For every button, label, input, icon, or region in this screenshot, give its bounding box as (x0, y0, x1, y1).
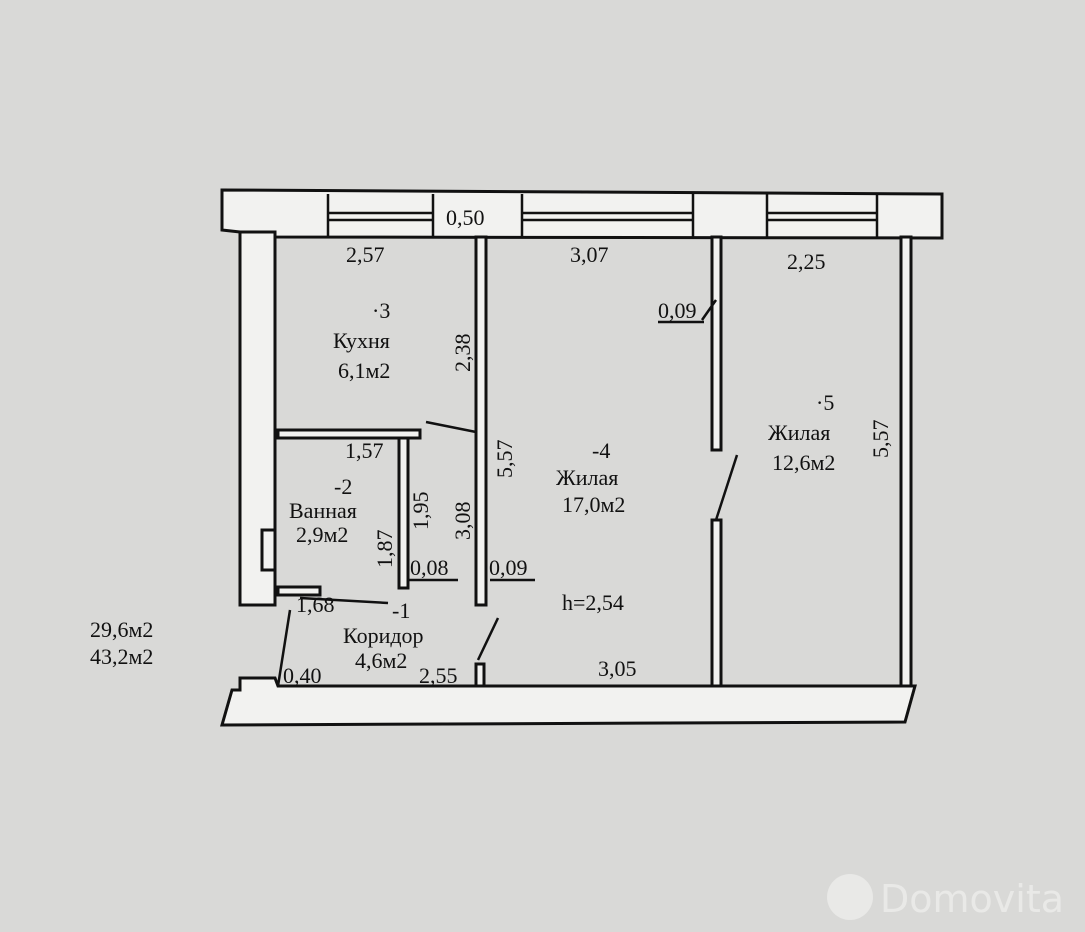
bath-number: -2 (334, 474, 352, 499)
bath-niche (260, 528, 277, 572)
dim-corridor-wall: 0,09 (489, 555, 528, 580)
kitchen-number: ·3 (372, 298, 390, 323)
room5-area: 12,6м2 (772, 450, 835, 475)
dim-corridor-length: 3,08 (450, 502, 475, 541)
room4-area: 17,0м2 (562, 492, 625, 517)
domovita-logo-icon (827, 874, 873, 920)
corridor-area: 4,6м2 (355, 648, 407, 673)
ceiling-height: h=2,54 (562, 590, 624, 615)
room5-name: Жилая (768, 420, 830, 445)
area-totals: 29,6м2 43,2м2 (90, 617, 153, 669)
walls (220, 188, 944, 727)
dim-bath-left: 1,87 (372, 530, 397, 569)
dim-bath-wall: 0,08 (410, 555, 449, 580)
bath-area: 2,9м2 (296, 522, 348, 547)
dim-kitchen-length: 2,38 (450, 334, 475, 373)
room5-number: ·5 (816, 390, 834, 415)
dim-partition: 0,09 (658, 298, 697, 323)
bottom-wall (220, 676, 917, 727)
room-labels: ·3 Кухня 6,1м2 -2 Ванная 2,9м2 -1 Коридо… (289, 298, 835, 673)
watermark: Domovita (827, 874, 1064, 921)
dim-pier: 0,50 (446, 205, 485, 230)
corridor-number: -1 (392, 598, 410, 623)
dim-corridor-width: 1,68 (296, 592, 335, 617)
total-area: 43,2м2 (90, 644, 153, 669)
dim-room4-bottom: 3,05 (598, 656, 637, 681)
bath-name: Ванная (289, 498, 357, 523)
dimension-labels: 0,50 2,57 3,07 2,25 0,09 2,38 5,57 5,57 … (283, 205, 893, 688)
dim-room5-top: 2,25 (787, 249, 826, 274)
room4-name: Жилая (556, 465, 618, 490)
corridor-name: Коридор (343, 623, 424, 648)
dim-bath-right: 1,95 (408, 492, 433, 531)
watermark-text: Domovita (880, 877, 1064, 921)
kitchen-name: Кухня (333, 328, 390, 353)
dim-room5-length: 5,57 (868, 420, 893, 459)
room4-number: -4 (592, 438, 610, 463)
dim-room4-length: 5,57 (492, 440, 517, 479)
living-area-total: 29,6м2 (90, 617, 153, 642)
kitchen-area: 6,1м2 (338, 358, 390, 383)
dim-entrance: 0,40 (283, 663, 322, 688)
dim-room4-top: 3,07 (570, 242, 609, 267)
dim-corridor-bottom: 2,55 (419, 663, 458, 688)
dim-bath-width: 1,57 (345, 438, 384, 463)
dim-kitchen-width: 2,57 (346, 242, 385, 267)
